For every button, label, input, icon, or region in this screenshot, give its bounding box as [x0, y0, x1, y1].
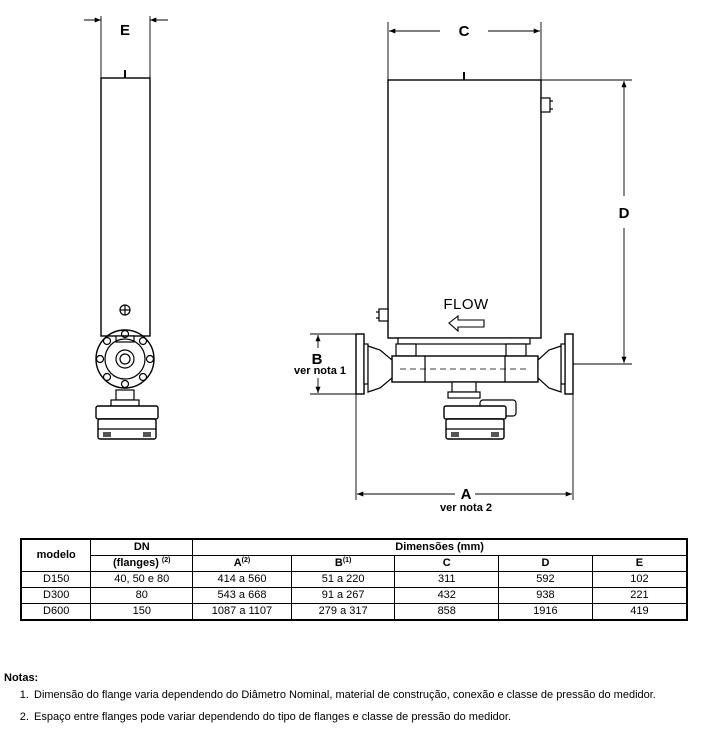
note-item-1: Dimensão do flange varia dependendo do D… [32, 689, 716, 701]
notes-section: Notas: Dimensão do flange varia dependen… [4, 672, 716, 733]
header-dn-line1: DN [90, 538, 194, 556]
header-col-E: E [591, 555, 688, 572]
dim-A-label: A [461, 486, 472, 503]
cell-E: 221 [591, 587, 688, 604]
cell-A: 1087 a 1107 [192, 603, 292, 621]
dim-A-note: ver nota 2 [440, 502, 492, 514]
cell-dn: 40, 50 e 80 [90, 571, 194, 588]
table-header-row-2: (flanges) (2) A(2) B(1) C D E [21, 555, 688, 572]
cell-C: 311 [394, 571, 500, 588]
cell-E: 419 [591, 603, 688, 621]
dim-B-note: ver nota 1 [294, 365, 346, 377]
notes-list: Dimensão do flange varia dependendo do D… [4, 689, 716, 723]
side-view [84, 16, 168, 440]
dim-D-label: D [619, 205, 630, 222]
cell-B: 279 a 317 [290, 603, 396, 621]
cell-E: 102 [591, 571, 688, 588]
cell-model: D600 [20, 603, 92, 621]
table-row: D600 150 1087 a 1107 279 a 317 858 1916 … [20, 603, 688, 621]
front-view [310, 22, 632, 500]
cell-D: 592 [498, 571, 593, 588]
dim-E-label: E [120, 22, 130, 39]
cell-D: 1916 [498, 603, 593, 621]
table-row: D150 40, 50 e 80 414 a 560 51 a 220 311 … [20, 571, 688, 588]
note-item-2: Espaço entre flanges pode variar depende… [32, 711, 716, 723]
dimensions-table: modelo DN Dimensões (mm) (flanges) (2) A… [20, 538, 688, 621]
header-col-D: D [498, 555, 593, 572]
notes-title: Notas: [4, 672, 39, 684]
cell-A: 543 a 668 [192, 587, 292, 604]
cell-D: 938 [498, 587, 593, 604]
flow-label: FLOW [443, 296, 489, 313]
cell-B: 91 a 267 [290, 587, 396, 604]
header-col-B: B(1) [290, 555, 396, 572]
header-dimensions: Dimensões (mm) [192, 538, 688, 556]
meter-dimension-drawing: E [84, 16, 632, 514]
header-col-C: C [394, 555, 500, 572]
cell-C: 858 [394, 603, 500, 621]
cell-dn: 150 [90, 603, 194, 621]
dim-B-label: B [312, 351, 323, 368]
cell-C: 432 [394, 587, 500, 604]
cell-model: D300 [20, 587, 92, 604]
cell-A: 414 a 560 [192, 571, 292, 588]
table-row: D300 80 543 a 668 91 a 267 432 938 221 [20, 587, 688, 604]
dim-C-label: C [459, 23, 470, 40]
cell-B: 51 a 220 [290, 571, 396, 588]
cell-model: D150 [20, 571, 92, 588]
header-dn-line2: (flanges) (2) [90, 555, 194, 572]
table-header-row-1: modelo DN Dimensões (mm) [20, 538, 688, 572]
cell-dn: 80 [90, 587, 194, 604]
header-col-A: A(2) [192, 555, 292, 572]
header-model: modelo [20, 538, 92, 572]
